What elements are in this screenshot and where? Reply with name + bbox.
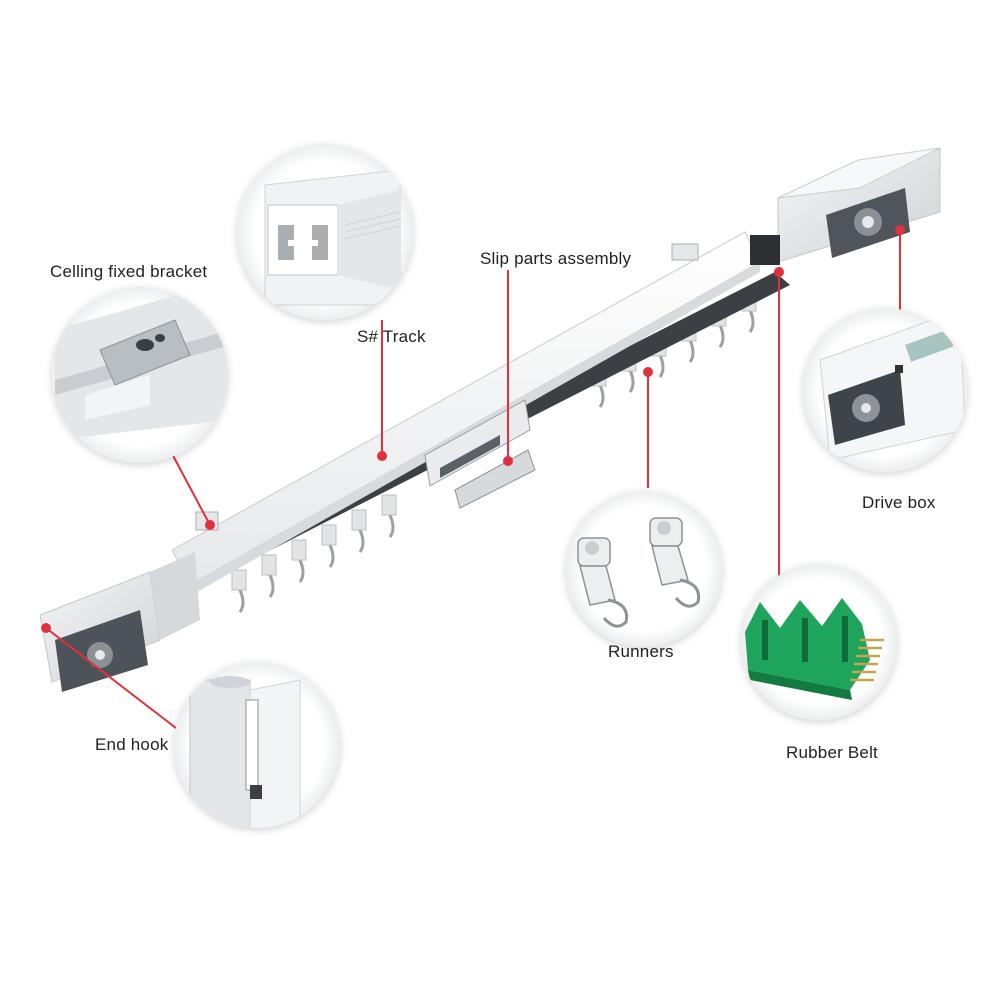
detail-circle-ceiling-bracket <box>52 287 228 463</box>
label-runners: Runners <box>608 642 674 661</box>
detail-circle-track <box>237 144 413 320</box>
leader-lines <box>41 225 905 736</box>
label-track: S# Track <box>357 327 426 346</box>
runner-row <box>238 309 755 613</box>
label-slip-parts: Slip parts assembly <box>480 249 632 268</box>
label-drive-box: Drive box <box>862 493 936 512</box>
track-assembly <box>150 231 790 613</box>
detail-circle-drive-box <box>803 308 967 472</box>
detail-circle-runners <box>566 491 722 647</box>
label-ceiling-bracket: Celling fixed bracket <box>50 262 208 281</box>
label-end-hook: End hook <box>95 735 169 754</box>
label-rubber-belt: Rubber Belt <box>786 743 878 762</box>
end-box <box>39 552 200 692</box>
detail-circle-end-hook <box>174 662 340 828</box>
detail-circle-rubber-belt <box>741 564 897 720</box>
drive-box <box>750 147 941 265</box>
